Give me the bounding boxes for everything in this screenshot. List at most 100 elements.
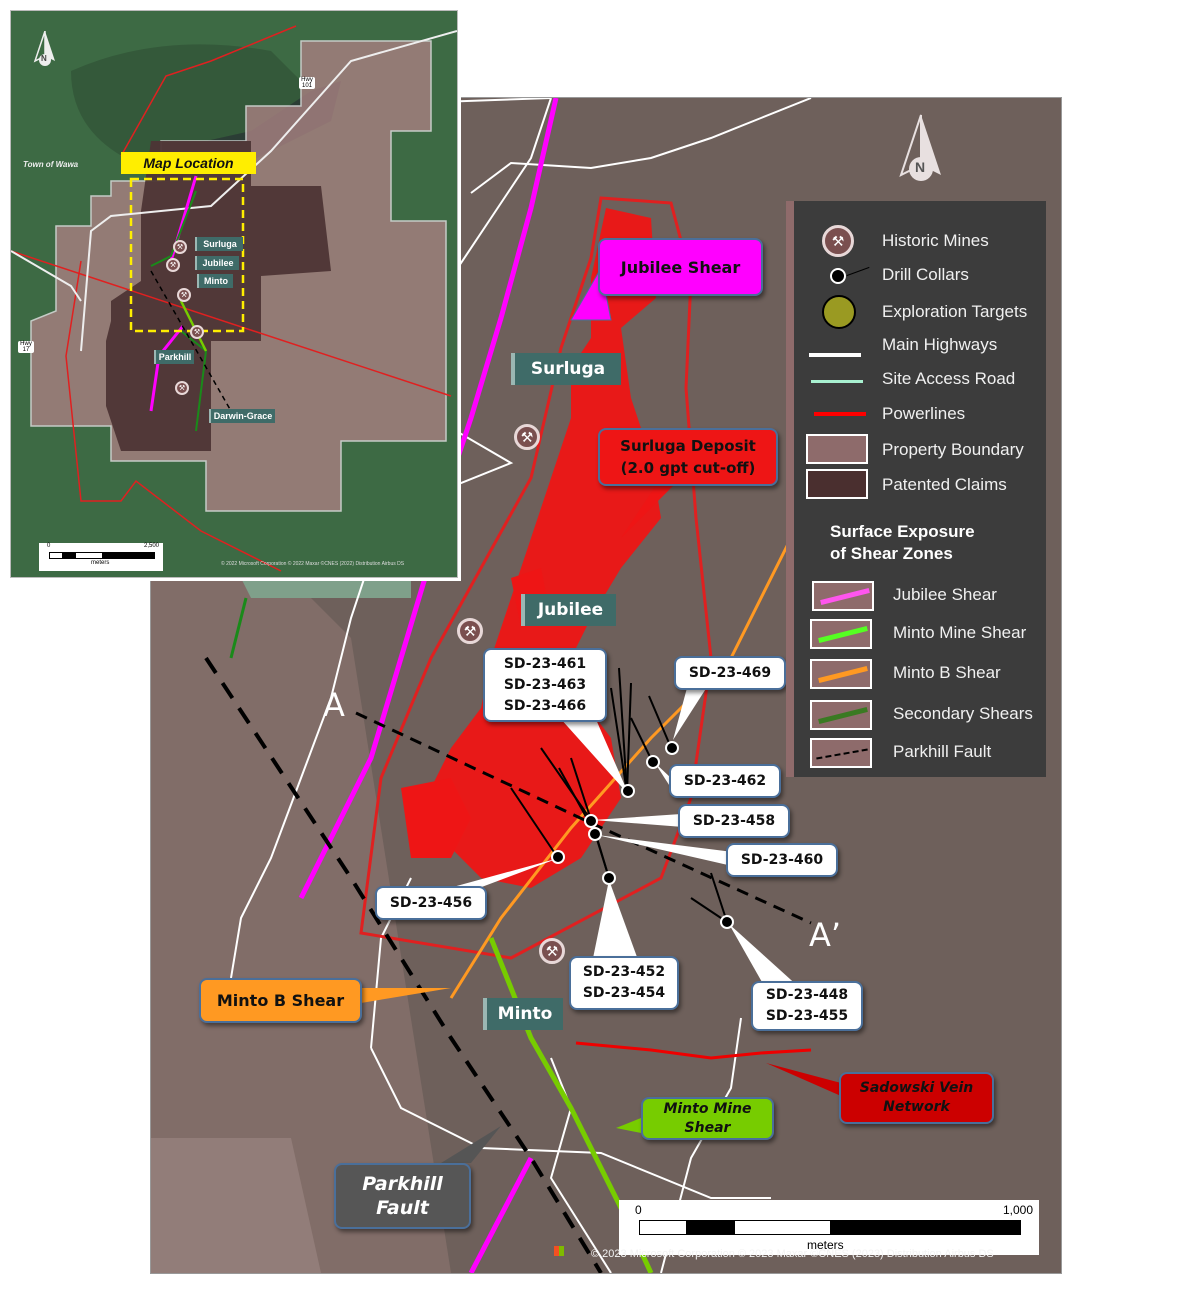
legend-item-parkhill-fault: Parkhill Fault bbox=[794, 738, 1046, 768]
callout-text: Minto Mine bbox=[663, 1100, 752, 1117]
inset-north-label: N bbox=[41, 54, 47, 63]
parkhill-fault-swatch-icon bbox=[810, 738, 872, 768]
callout-surluga-deposit: Surluga Deposit (2.0 gpt cut-off) bbox=[598, 428, 778, 486]
legend-label: Site Access Road bbox=[882, 369, 1016, 388]
inset-mine-icon-jubilee: ⚒ bbox=[166, 258, 180, 272]
legend-item-minto-mine-shear: Minto Mine Shear bbox=[794, 619, 1046, 649]
legend-panel: ⚒ Historic Mines Drill Collars Explorati… bbox=[786, 201, 1046, 777]
legend-item-secondary-shears: Secondary Shears bbox=[794, 700, 1046, 730]
map-location-label: Map Location bbox=[121, 152, 256, 174]
main-attribution: © 2023 Microsoft Corporation © 2023 Maxa… bbox=[591, 1248, 994, 1260]
legend-label: Historic Mines bbox=[882, 231, 989, 250]
inset-scale-bar: 0 2,500 meters bbox=[39, 543, 163, 571]
drill-collar-461[interactable] bbox=[621, 784, 635, 798]
mine-label-jubilee: Jubilee bbox=[521, 594, 616, 626]
historic-mine-icon-surluga[interactable]: ⚒ bbox=[514, 424, 540, 450]
drill-collar-469[interactable] bbox=[665, 741, 679, 755]
drill-collar-452[interactable] bbox=[602, 871, 616, 885]
legend-label: Minto Mine Shear bbox=[893, 623, 1027, 642]
mine-label-surluga: Surluga bbox=[511, 353, 621, 385]
legend-label: Main Highways bbox=[882, 335, 998, 354]
inset-mine-icon-darwin-grace: ⚒ bbox=[175, 381, 189, 395]
drill-callout-461-463-466: SD-23-461 SD-23-463 SD-23-466 bbox=[483, 648, 607, 722]
highway-line-icon bbox=[809, 353, 861, 357]
inset-scale-end: 2,500 bbox=[143, 543, 159, 549]
legend-item-minto-b-shear: Minto B Shear bbox=[794, 659, 1046, 689]
exploration-target-icon bbox=[822, 295, 856, 329]
legend-label: Parkhill Fault bbox=[893, 742, 992, 761]
drill-hole-label: SD-23-463 bbox=[503, 676, 587, 693]
drill-callout-469: SD-23-469 bbox=[674, 656, 786, 690]
highway-101-shield-icon: Hwy 101 bbox=[299, 77, 315, 89]
legend-shear-title: Surface Exposure of Shear Zones bbox=[830, 521, 975, 565]
legend-label: Drill Collars bbox=[882, 265, 969, 284]
drill-hole-label: SD-23-460 bbox=[740, 851, 824, 868]
inset-label-surluga: Surluga bbox=[195, 237, 243, 251]
legend-title-line: of Shear Zones bbox=[830, 544, 953, 563]
inset-scale-unit: meters bbox=[91, 560, 110, 566]
drill-hole-label: SD-23-448 bbox=[765, 987, 849, 1003]
powerline-line-icon bbox=[814, 412, 866, 416]
drill-collar-448[interactable] bbox=[720, 915, 734, 929]
drill-trace-icon bbox=[846, 266, 870, 277]
property-boundary-swatch-icon bbox=[806, 434, 868, 464]
legend-item-main-highways: Main Highways bbox=[794, 335, 1046, 365]
scale-end-label: 1,000 bbox=[1002, 1203, 1033, 1217]
inset-scale-graphic bbox=[49, 552, 155, 559]
patented-claims-swatch-icon bbox=[806, 469, 868, 499]
jubilee-shear-swatch-icon bbox=[812, 581, 874, 611]
legend-item-powerlines: Powerlines bbox=[794, 404, 1046, 434]
callout-text: (2.0 gpt cut-off) bbox=[620, 459, 756, 477]
inset-label-darwin-grace: Darwin-Grace bbox=[209, 409, 275, 423]
drill-collar-458[interactable] bbox=[584, 814, 598, 828]
drill-callout-462: SD-23-462 bbox=[669, 764, 781, 798]
main-scale-bar: 0 1,000 meters bbox=[619, 1200, 1039, 1255]
legend-item-drill-collars: Drill Collars bbox=[794, 261, 1046, 291]
inset-location-map: N Map Location Town of Wawa Hwy 101 Hwy … bbox=[10, 10, 458, 578]
inset-mine-icon-parkhill: ⚒ bbox=[190, 325, 204, 339]
callout-text: Network bbox=[883, 1099, 950, 1115]
callout-text: Shear bbox=[684, 1119, 731, 1136]
historic-mine-icon-minto[interactable]: ⚒ bbox=[539, 938, 565, 964]
drill-callout-456: SD-23-456 bbox=[375, 886, 487, 920]
drill-callout-460: SD-23-460 bbox=[726, 843, 838, 877]
callout-jubilee-shear: Jubilee Shear bbox=[598, 238, 763, 296]
drill-callout-448-455: SD-23-448 SD-23-455 bbox=[751, 981, 863, 1031]
historic-mine-icon-jubilee[interactable]: ⚒ bbox=[457, 618, 483, 644]
drill-hole-label: SD-23-456 bbox=[389, 894, 473, 911]
legend-item-patented-claims: Patented Claims bbox=[794, 469, 1046, 499]
drill-callout-458: SD-23-458 bbox=[678, 804, 790, 838]
section-label-a-prime: A’ bbox=[809, 916, 842, 954]
legend-label: Patented Claims bbox=[882, 475, 1007, 494]
inset-label-parkhill: Parkhill bbox=[154, 350, 194, 364]
legend-label: Jubilee Shear bbox=[893, 585, 997, 604]
callout-parkhill-fault: Parkhill Fault bbox=[334, 1163, 471, 1229]
mine-label-minto: Minto bbox=[483, 998, 563, 1030]
drill-collar-icon bbox=[830, 268, 846, 284]
scale-bar-graphic bbox=[639, 1220, 1021, 1235]
legend-label: Powerlines bbox=[882, 404, 966, 423]
inset-attribution: © 2022 Microsoft Corporation © 2022 Maxa… bbox=[221, 561, 405, 567]
drill-collar-460[interactable] bbox=[588, 827, 602, 841]
inset-scale-start: 0 bbox=[47, 543, 51, 549]
drill-callout-452-454: SD-23-452 SD-23-454 bbox=[569, 956, 679, 1010]
section-label-a: A bbox=[323, 686, 345, 724]
legend-item-historic-mines: ⚒ Historic Mines bbox=[794, 225, 1046, 257]
callout-text: Minto B Shear bbox=[216, 991, 345, 1010]
north-arrow-icon: N bbox=[896, 113, 946, 183]
inset-map-canvas bbox=[11, 11, 457, 577]
legend-label: Minto B Shear bbox=[893, 663, 1001, 682]
inset-mine-icon-surluga: ⚒ bbox=[173, 240, 187, 254]
drill-collar-462[interactable] bbox=[646, 755, 660, 769]
historic-mine-icon: ⚒ bbox=[822, 225, 854, 257]
legend-item-exploration-targets: Exploration Targets bbox=[794, 295, 1046, 329]
legend-item-property-boundary: Property Boundary bbox=[794, 434, 1046, 464]
legend-label: Exploration Targets bbox=[882, 302, 1028, 321]
drill-hole-label: SD-23-469 bbox=[688, 664, 772, 681]
drill-hole-label: SD-23-462 bbox=[683, 772, 767, 789]
callout-text: Parkhill bbox=[362, 1173, 443, 1195]
drill-hole-label: SD-23-454 bbox=[582, 985, 666, 1001]
callout-text: Jubilee Shear bbox=[620, 257, 741, 277]
inset-mine-icon-minto: ⚒ bbox=[177, 288, 191, 302]
drill-collar-456[interactable] bbox=[551, 850, 565, 864]
